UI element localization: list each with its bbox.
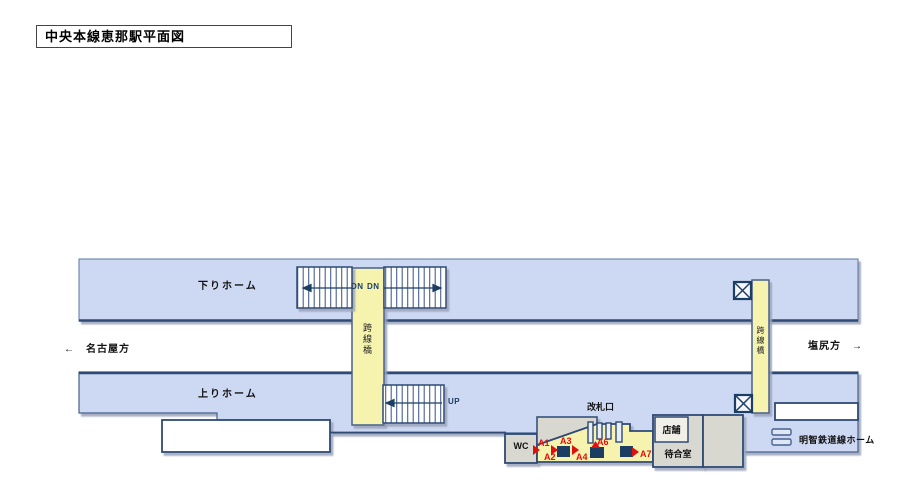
marker-a2-icon bbox=[551, 445, 558, 455]
akechi-track-bay bbox=[774, 402, 859, 421]
diagram-title: 中央本線恵那駅平面図 bbox=[36, 25, 292, 48]
shop-room bbox=[654, 416, 689, 443]
concourse-pillars bbox=[557, 446, 633, 458]
ticket-gate-machines bbox=[587, 421, 623, 444]
marker-a6-icon bbox=[591, 441, 600, 448]
camera-position-arrows bbox=[533, 441, 639, 457]
marker-a4-icon bbox=[572, 445, 579, 455]
arrow-right-icon bbox=[432, 283, 443, 293]
stair-arrows bbox=[301, 283, 443, 408]
footbridge-west-band bbox=[351, 267, 385, 426]
marker-a1-icon bbox=[533, 445, 540, 455]
toilet-room bbox=[504, 433, 538, 464]
arrow-left-icon bbox=[301, 283, 312, 293]
elevator-icon-upper bbox=[732, 280, 753, 301]
side-building-block bbox=[702, 414, 744, 468]
marker-a7-icon bbox=[632, 447, 639, 457]
arrow-up-stair-icon bbox=[384, 398, 395, 408]
elevator-icon-lower bbox=[733, 393, 754, 414]
down-platform-shape bbox=[78, 258, 859, 322]
station-building-outline bbox=[161, 419, 331, 453]
akechi-platform-icon bbox=[771, 428, 792, 446]
footbridge-east-band bbox=[751, 279, 770, 414]
